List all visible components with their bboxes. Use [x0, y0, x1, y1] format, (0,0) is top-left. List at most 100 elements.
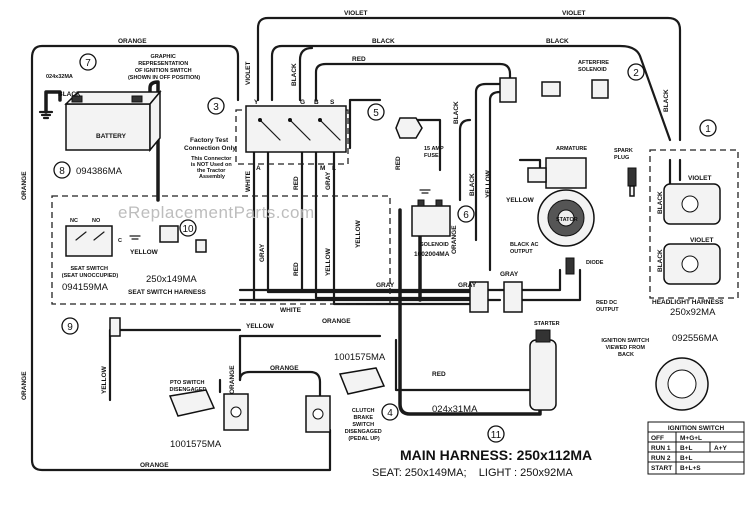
- seat-no-label: NO: [92, 218, 101, 224]
- ignition-table-header: IGNITION SWITCH: [668, 425, 725, 432]
- factory-test-note: This Connector is NOT Used on the Tracto…: [191, 156, 233, 180]
- label-white-h: WHITE: [280, 307, 302, 314]
- table-pos-off: OFF: [651, 435, 664, 442]
- red-dc-label: RED DC OUTPUT: [596, 300, 619, 313]
- wire-red-afterfire: [314, 62, 512, 102]
- svg-text:11: 11: [491, 430, 502, 441]
- ignition-switch-face: [655, 357, 709, 411]
- ign-switch-view-label: IGNITION SWITCH VIEWED FROM BACK: [601, 338, 650, 358]
- wire-white: [252, 146, 302, 302]
- label-orange-mid: ORANGE: [322, 318, 351, 325]
- wire-battery-black: [44, 90, 62, 114]
- seat-harness-box: [51, 195, 391, 305]
- fuse-label: 15 AMP FUSE: [424, 146, 445, 159]
- seat-c-label: C: [118, 238, 122, 244]
- table-conn-off: M+G+L: [680, 435, 702, 442]
- svg-text:3: 3: [213, 102, 219, 113]
- label-black-1: BLACK: [372, 38, 395, 45]
- label-violet-1: VIOLET: [344, 10, 368, 17]
- seat-switch-part: 094159MA: [62, 282, 109, 293]
- headlight-bottom: [663, 243, 721, 285]
- svg-text:1: 1: [705, 124, 711, 135]
- headlight-part: 250x92MA: [670, 307, 716, 318]
- watermark: eReplacementParts.com: [118, 203, 315, 222]
- seat-switch: [65, 225, 113, 257]
- clutch-brake-switch: [305, 395, 331, 433]
- starter-solenoid: [411, 199, 451, 237]
- fuse-holder: [395, 117, 423, 139]
- spark-plug-label: SPARK PLUG: [614, 148, 634, 161]
- solenoid-label: SOLENOID: [420, 242, 449, 248]
- main-harness-title: MAIN HARNESS: 250x112MA: [400, 447, 592, 463]
- label-yellow-stator: YELLOW: [506, 197, 535, 204]
- label-red-starter: RED: [432, 371, 446, 378]
- wire-black-dc: [518, 268, 582, 302]
- label-violet-hl2: VIOLET: [690, 237, 714, 244]
- terminal-a: A: [256, 165, 261, 172]
- label-gray-h2: GRAY: [458, 282, 477, 289]
- wire-battery-cable: [398, 208, 542, 416]
- label-orange-pto-v: ORANGE: [229, 365, 236, 394]
- label-yellow-v3: YELLOW: [355, 219, 362, 248]
- headlight-harness-label: HEADLIGHT HARNESS: [652, 299, 724, 306]
- label-gray-h1: GRAY: [376, 282, 395, 289]
- callout-8: 8: [53, 161, 71, 179]
- label-yellow-seat: YELLOW: [246, 323, 275, 330]
- wire-battery-pos: [148, 80, 160, 202]
- seat-harness-label: SEAT SWITCH HARNESS: [128, 289, 207, 296]
- clutch-switch-label: CLUTCH BRAKE SWITCH DISENGAGED (PEDAL UP…: [345, 408, 384, 442]
- label-black-headlight: BLACK: [663, 89, 670, 112]
- callout-6: 6: [457, 205, 475, 223]
- pto-part: 1001575MA: [170, 439, 222, 450]
- table-conn-run1: B+L: [680, 445, 692, 452]
- svg-text:7: 7: [85, 58, 91, 69]
- ignition-switch-graphic: [245, 105, 347, 153]
- stator-label: STATOR: [556, 217, 578, 223]
- label-orange-pto: ORANGE: [270, 365, 299, 372]
- label-gray-stator: GRAY: [500, 271, 519, 278]
- svg-text:10: 10: [182, 224, 194, 235]
- terminal-g: G: [300, 99, 305, 106]
- ground-solenoid-icon: [419, 189, 431, 194]
- label-violet-v: VIOLET: [245, 61, 252, 85]
- label-black-hl1: BLACK: [657, 191, 664, 214]
- label-yellow-10: YELLOW: [130, 249, 159, 256]
- black-ac-label: BLACK AC OUTPUT: [510, 242, 540, 255]
- seat-harness-part: 250x149MA: [146, 274, 197, 285]
- wire-orange-right: [474, 82, 502, 242]
- diode: [565, 257, 575, 275]
- table-pos-run2: RUN 2: [651, 455, 671, 462]
- wire-black-top: [298, 46, 314, 102]
- label-black-v: BLACK: [291, 63, 298, 86]
- svg-text:5: 5: [373, 108, 379, 119]
- terminal-y: Y: [254, 99, 259, 106]
- battery: BATTERY: [64, 89, 162, 153]
- wire-red-starter: [394, 338, 532, 392]
- label-black-fuse: BLACK: [453, 101, 460, 124]
- ign-switch-part: 092556MA: [672, 333, 719, 344]
- label-orange-right: ORANGE: [451, 225, 458, 254]
- seat-harness-connector: [109, 317, 121, 337]
- label-orange-left2: ORANGE: [21, 371, 28, 400]
- ground-battery-icon: [38, 110, 54, 120]
- table-pos-start: START: [651, 465, 672, 472]
- terminal-s: S: [330, 99, 335, 106]
- pto-switch: [223, 393, 249, 431]
- label-black-battery: BLACK: [58, 91, 81, 98]
- callout-5: 5: [367, 103, 385, 121]
- label-black-right: BLACK: [469, 173, 476, 196]
- wire-orange-pto2: [238, 370, 322, 402]
- pto-switch-3d: [168, 389, 216, 417]
- solenoid-part: 1002004MA: [414, 251, 450, 258]
- label-orange-left1: ORANGE: [21, 171, 28, 200]
- headlight-harness-box: [649, 149, 739, 299]
- wire-black-mid: [348, 98, 382, 150]
- factory-test-connector: [159, 225, 207, 253]
- svg-text:2: 2: [633, 68, 639, 79]
- svg-text:4: 4: [387, 408, 393, 419]
- table-pos-run1: RUN 1: [651, 445, 671, 452]
- svg-text:6: 6: [463, 210, 469, 221]
- wire-violet-inner: [270, 44, 672, 142]
- ignition-graphic-label: GRAPHIC REPRESENTATION OF IGNITION SWITC…: [128, 54, 200, 81]
